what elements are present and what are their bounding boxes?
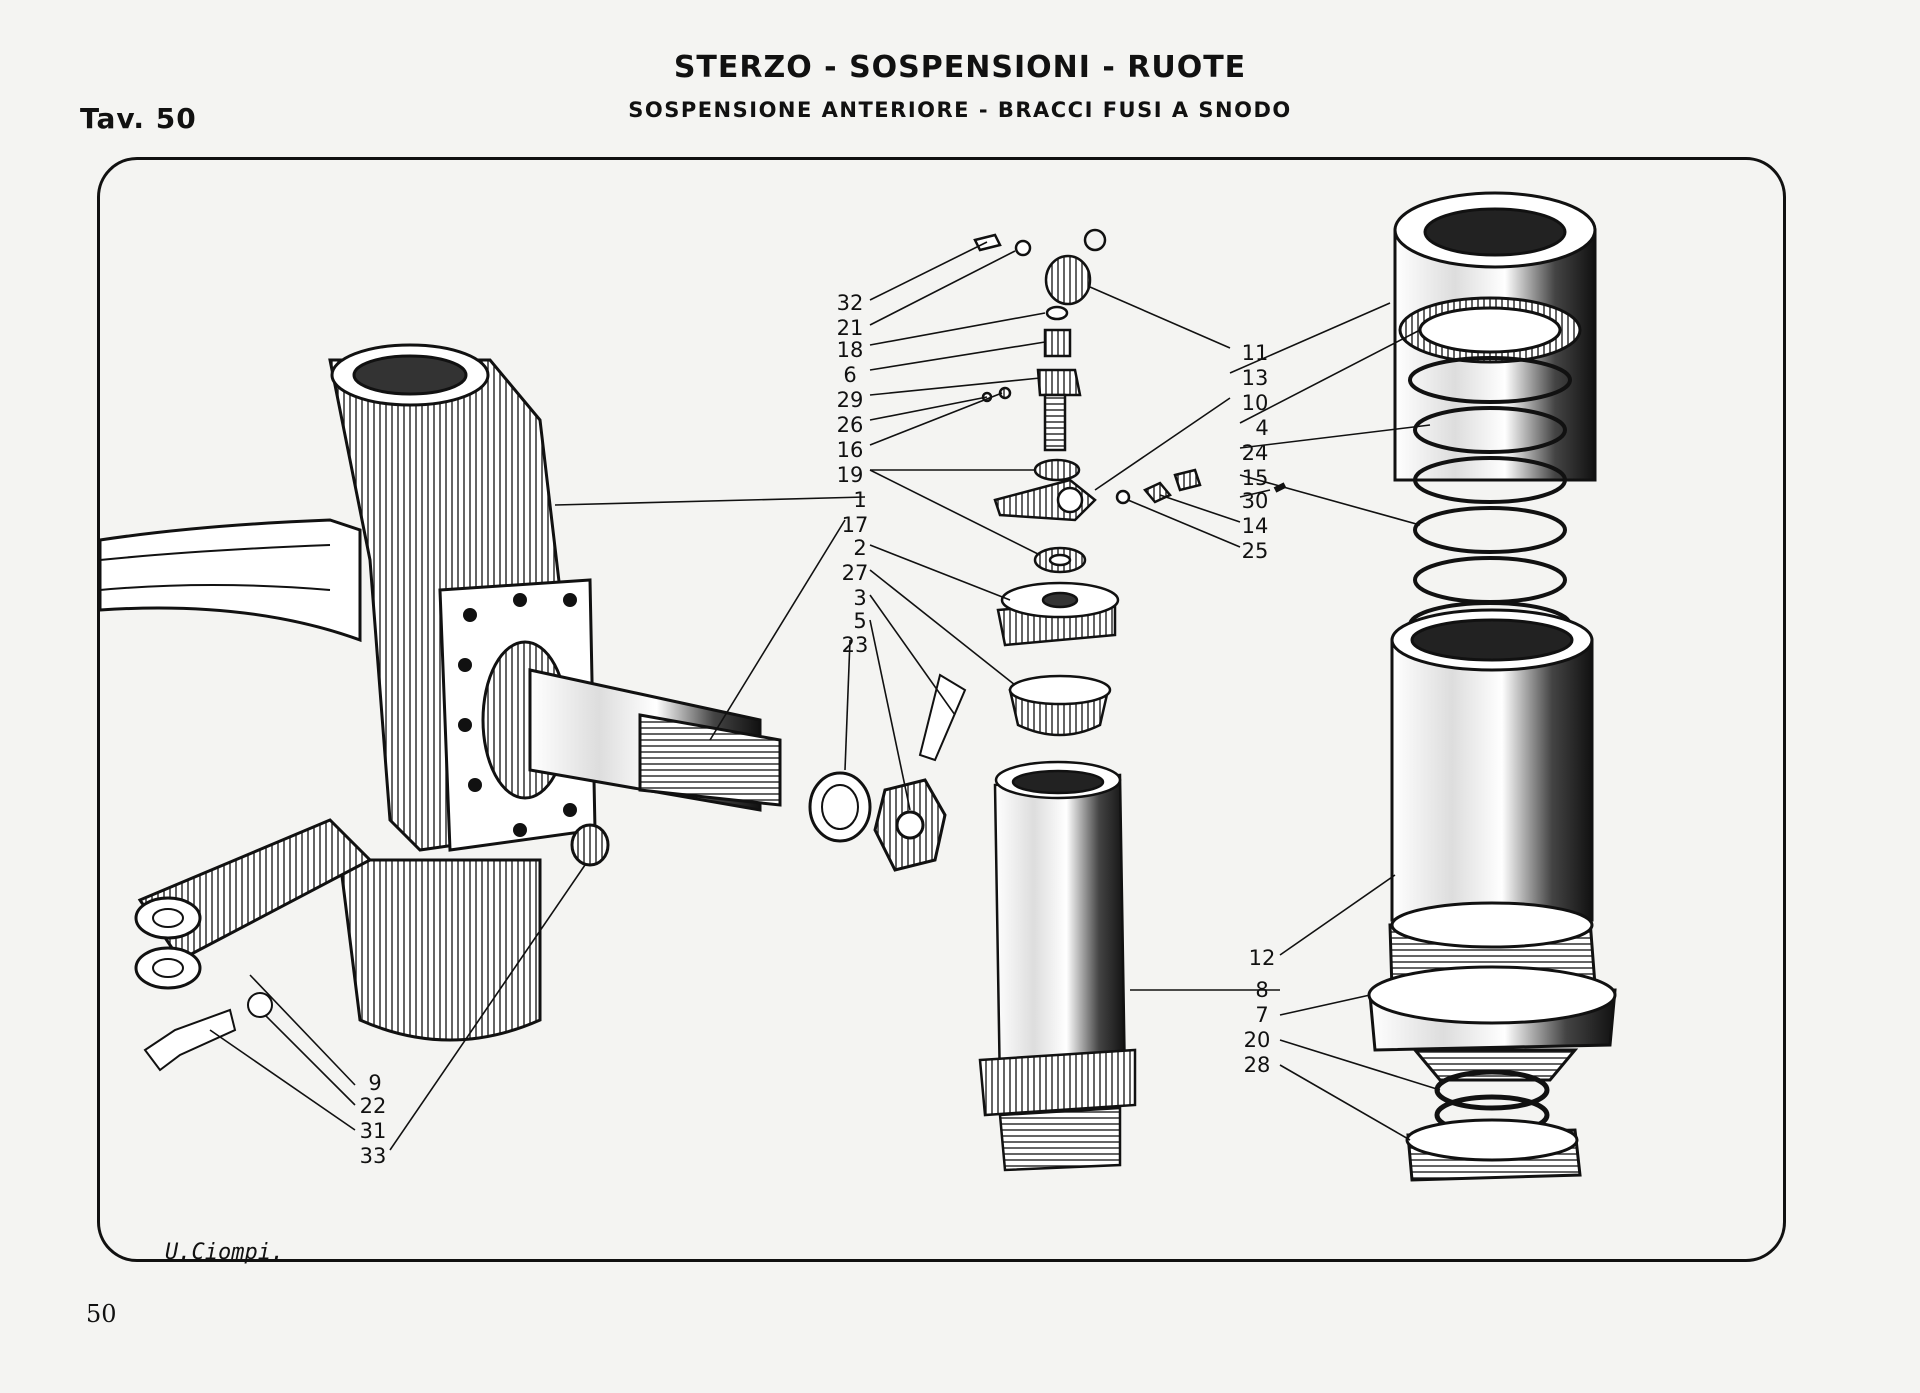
callout-label: 2 bbox=[853, 536, 866, 560]
callout-label: 18 bbox=[837, 338, 864, 362]
artist-signature: U.Ciompi. bbox=[165, 1240, 285, 1265]
callout-label: 30 bbox=[1242, 489, 1269, 513]
page-subtitle: SOSPENSIONE ANTERIORE - BRACCI FUSI A SN… bbox=[628, 98, 1292, 122]
callout-label: 5 bbox=[853, 609, 866, 633]
callout-label: 24 bbox=[1242, 441, 1269, 465]
callout-label: 1 bbox=[853, 488, 866, 512]
callout-label: 8 bbox=[1255, 978, 1268, 1002]
center-parts bbox=[973, 228, 1287, 1172]
callout-label: 32 bbox=[837, 291, 864, 315]
callout-label: 23 bbox=[842, 633, 869, 657]
callout-label: 25 bbox=[1242, 539, 1269, 563]
callout-label: 7 bbox=[1255, 1003, 1268, 1027]
callout-label: 4 bbox=[1255, 416, 1268, 440]
callout-label: 3 bbox=[853, 586, 866, 610]
callout-label: 31 bbox=[360, 1119, 387, 1143]
page-title: STERZO - SOSPENSIONI - RUOTE bbox=[673, 50, 1247, 85]
callout-label: 33 bbox=[360, 1144, 387, 1168]
damper-spring-assembly bbox=[1367, 191, 1617, 1182]
callout-label: 29 bbox=[837, 388, 864, 412]
page-number: 50 bbox=[86, 1300, 117, 1328]
callout-label: 22 bbox=[360, 1094, 387, 1118]
callout-label: 15 bbox=[1242, 466, 1269, 490]
callout-label: 28 bbox=[1244, 1053, 1271, 1077]
callout-label: 10 bbox=[1242, 391, 1269, 415]
callout-label: 13 bbox=[1242, 366, 1269, 390]
upright-assembly bbox=[98, 343, 967, 1072]
leader-lines bbox=[209, 241, 1441, 1151]
callout-label: 6 bbox=[843, 363, 856, 387]
callout-label: 20 bbox=[1244, 1028, 1271, 1052]
callout-label: 11 bbox=[1242, 341, 1269, 365]
callout-label: 21 bbox=[837, 316, 864, 340]
callout-label: 16 bbox=[837, 438, 864, 462]
callout-label: 17 bbox=[842, 513, 869, 537]
drawing-frame bbox=[97, 157, 1786, 1262]
callout-label: 9 bbox=[368, 1071, 381, 1095]
callout-label: 19 bbox=[837, 463, 864, 487]
callout-labels: 32 21 18 6 29 26 16 19 1 17 2 27 3 5 23 … bbox=[360, 291, 1276, 1168]
plate-number: Tav. 50 bbox=[80, 102, 197, 135]
callout-label: 14 bbox=[1242, 514, 1269, 538]
callout-label: 26 bbox=[837, 413, 864, 437]
callout-label: 12 bbox=[1249, 946, 1276, 970]
callout-label: 27 bbox=[842, 561, 869, 585]
